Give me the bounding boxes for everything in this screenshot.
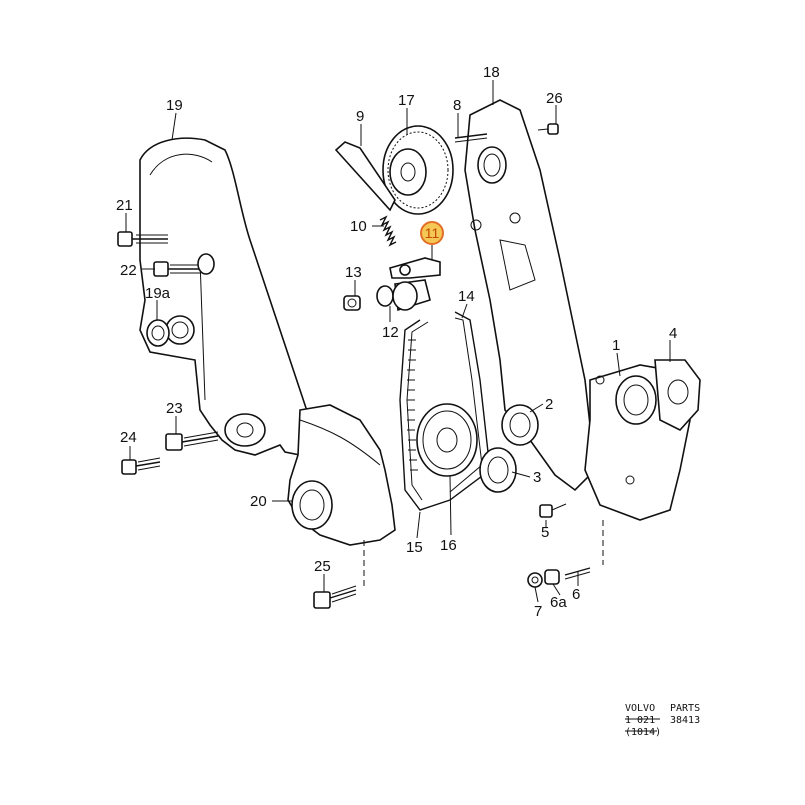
tensioner-bracket[interactable] [389,257,441,279]
camshaft-pulley[interactable] [382,125,454,215]
rear-cover[interactable] [464,99,596,492]
callout-20[interactable]: 20 [250,493,267,510]
callout-19[interactable]: 19 [166,97,183,114]
screw-26[interactable] [537,123,559,135]
callout-11[interactable]: 11 [425,225,440,241]
stamp-group: 1 021 [625,715,655,726]
stud-6[interactable] [564,520,604,580]
callout-6a[interactable]: 6a [550,594,567,611]
tension-roller[interactable] [376,279,431,312]
stamp-number: 38413 [670,715,700,726]
stamp-parts: PARTS [670,703,700,714]
callout-6[interactable]: 6 [572,586,580,603]
callout-17[interactable]: 17 [398,92,415,109]
callout-7[interactable]: 7 [534,603,542,620]
timing-cover-lower[interactable] [287,404,396,546]
flange-4[interactable] [654,359,701,431]
callout-5[interactable]: 5 [541,524,549,541]
callout-16[interactable]: 16 [440,537,457,554]
callout-9[interactable]: 9 [356,108,364,125]
callout-1[interactable]: 1 [612,337,620,354]
nut-6a[interactable] [544,569,560,585]
callout-18[interactable]: 18 [483,64,500,81]
callout-13[interactable]: 13 [345,264,362,281]
seal-19a[interactable] [146,319,170,347]
stamp-code: (1014) [625,727,661,738]
timing-belt[interactable] [399,311,491,511]
callout-8[interactable]: 8 [453,97,461,114]
callout-24[interactable]: 24 [120,429,137,446]
bolt-5[interactable] [539,503,567,518]
callout-3[interactable]: 3 [533,469,541,486]
callout-19a[interactable]: 19a [145,285,171,302]
callout-22[interactable]: 22 [120,262,137,279]
callout-labels: 19 21 22 19a 23 24 20 25 9 17 8 18 26 10… [116,64,677,620]
timing-cover-left[interactable] [139,137,313,456]
catalog-stamp: VOLVO PARTS 1 021 38413 (1014) [625,703,700,738]
callout-21[interactable]: 21 [116,197,133,214]
callout-2[interactable]: 2 [545,396,553,413]
callout-12[interactable]: 12 [382,324,399,341]
guide-pin[interactable] [454,133,488,143]
callout-4[interactable]: 4 [669,325,677,342]
callout-15[interactable]: 15 [406,539,423,556]
nut-13[interactable] [343,295,361,311]
seal-3[interactable] [479,447,517,493]
seal-2[interactable] [501,404,539,446]
tensioner-spring[interactable] [379,215,397,247]
callout-14[interactable]: 14 [458,288,475,305]
bolt-23[interactable] [165,431,219,451]
callout-26[interactable]: 26 [546,90,563,107]
bolt-24[interactable] [121,457,161,475]
callout-11-highlight[interactable]: 11 [420,221,444,245]
callout-10[interactable]: 10 [350,218,367,235]
bolt-21[interactable] [117,231,168,247]
callout-23[interactable]: 23 [166,400,183,417]
crankshaft-pulley[interactable] [416,403,478,477]
leader-lines [125,80,671,603]
washer-7[interactable] [527,572,543,588]
callout-25[interactable]: 25 [314,558,331,575]
tensioner-rod[interactable] [334,141,396,212]
stamp-brand: VOLVO [625,703,655,714]
bolt-25[interactable] [313,540,365,609]
